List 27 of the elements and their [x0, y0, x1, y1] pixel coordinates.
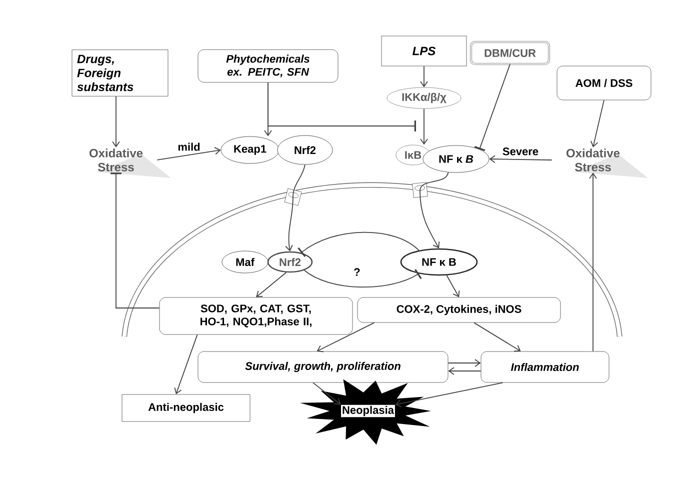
source-box: LPS: [381, 36, 467, 66]
arrow: [420, 66, 428, 88]
arrow: [156, 146, 221, 160]
source-box: Drugs, Foreign substants: [72, 50, 168, 96]
stress-label: Oxidative Stress: [89, 148, 171, 178]
inhibitor-box: DBM/CUR: [470, 41, 550, 65]
source-box: AOM / DSS: [556, 66, 652, 100]
edge-label: ?: [352, 267, 362, 277]
outcome-box: Survival, growth, proliferation: [198, 351, 448, 383]
arrow: [448, 367, 482, 375]
arrow: [590, 100, 604, 148]
edge-label: mild: [176, 142, 202, 152]
arrow: [395, 382, 504, 408]
arrow: [489, 155, 552, 164]
inhibition-line: [268, 82, 416, 132]
arrow: [448, 359, 481, 367]
outcome-box: Anti-neoplasic: [122, 394, 250, 422]
starburst: Neoplasia: [300, 379, 431, 445]
stress-label: Oxidative Stress: [566, 148, 648, 178]
arrow: [420, 108, 428, 145]
arrow: [174, 334, 198, 394]
arrow: [312, 382, 341, 405]
arrow: [112, 96, 120, 148]
inhibition-line: [474, 64, 510, 152]
source-box: Phytochemicals ex. PEITC, SFN: [198, 49, 338, 83]
edge-label: Severe: [501, 146, 540, 156]
outcome-box: Inflammation: [480, 351, 610, 383]
